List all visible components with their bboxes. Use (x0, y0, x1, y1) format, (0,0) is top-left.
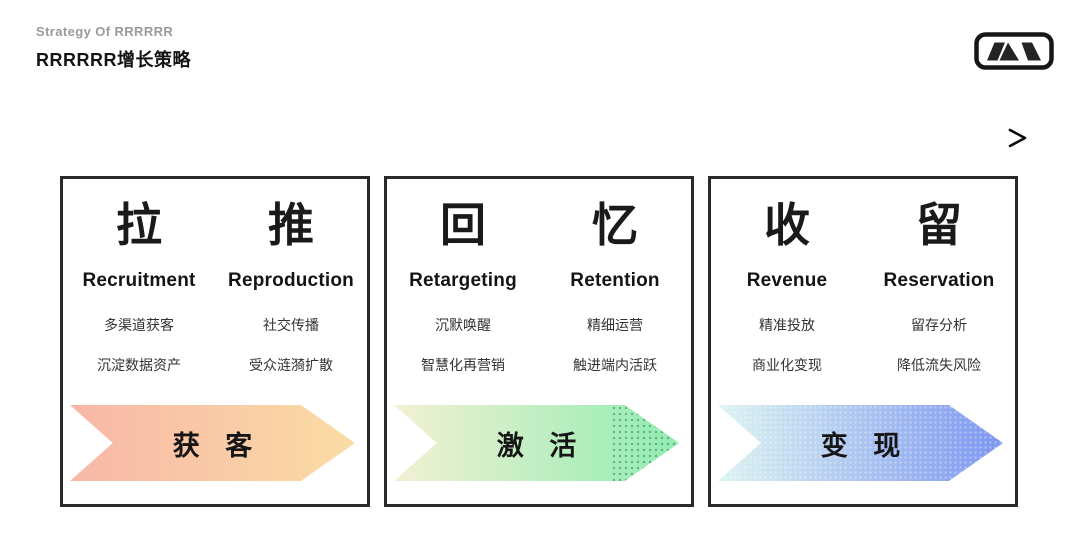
keyword-char: 留 (916, 199, 962, 251)
strategy-cards-row: 拉 Recruitment 多渠道获客 沉淀数据资产 推 Reproductio… (60, 176, 1018, 507)
point-item: 智慧化再营销 (421, 357, 505, 374)
point-item: 商业化变现 (752, 357, 822, 374)
point-item: 精准投放 (759, 317, 815, 334)
card-columns: 拉 Recruitment 多渠道获客 沉淀数据资产 推 Reproductio… (63, 201, 367, 375)
flow-arrow-icon (58, 128, 1027, 148)
banner-label: 变 现 (820, 430, 910, 461)
mountains-logo-icon (974, 32, 1054, 70)
term-label: Retargeting (409, 270, 517, 292)
keyword-char: 忆 (592, 199, 638, 251)
banner-label: 激 活 (496, 430, 586, 461)
keyword-char: 回 (440, 199, 486, 251)
point-item: 精细运营 (587, 317, 643, 334)
header: Strategy Of RRRRRR RRRRRR增长策略 (36, 24, 191, 72)
point-item: 受众涟漪扩散 (249, 357, 333, 374)
point-item: 留存分析 (911, 317, 967, 334)
card-columns: 回 Retargeting 沉默唤醒 智慧化再营销 忆 Retention 精细… (387, 201, 691, 375)
card-revenue-reservation: 收 Revenue 精准投放 商业化变现 留 Reservation 留存分析 … (708, 176, 1018, 507)
term-label: Reservation (883, 270, 995, 292)
card-retargeting-retention: 回 Retargeting 沉默唤醒 智慧化再营销 忆 Retention 精细… (384, 176, 694, 507)
banner-monetization: 变 现 (718, 405, 1003, 481)
keyword-char: 收 (764, 199, 810, 251)
point-item: 触进端内活跃 (573, 357, 657, 374)
point-item: 降低流失风险 (897, 357, 981, 374)
column-revenue: 收 Revenue 精准投放 商业化变现 (711, 201, 863, 375)
card-recruitment-reproduction: 拉 Recruitment 多渠道获客 沉淀数据资产 推 Reproductio… (60, 176, 370, 507)
term-label: Recruitment (82, 270, 196, 292)
column-retention: 忆 Retention 精细运营 触进端内活跃 (539, 201, 691, 375)
term-label: Retention (570, 270, 660, 292)
term-label: Reproduction (228, 270, 354, 292)
column-retargeting: 回 Retargeting 沉默唤醒 智慧化再营销 (387, 201, 539, 375)
keyword-char: 推 (268, 199, 314, 251)
card-columns: 收 Revenue 精准投放 商业化变现 留 Reservation 留存分析 … (711, 201, 1015, 375)
banner-activation: 激 活 (394, 405, 679, 481)
point-item: 多渠道获客 (104, 317, 174, 334)
point-item: 社交传播 (263, 317, 319, 334)
halftone-dots (610, 405, 679, 481)
keyword-char: 拉 (116, 199, 162, 251)
term-label: Revenue (746, 270, 828, 292)
banner-label: 获 客 (172, 430, 262, 461)
point-item: 沉默唤醒 (435, 317, 491, 334)
column-reservation: 留 Reservation 留存分析 降低流失风险 (863, 201, 1015, 375)
column-reproduction: 推 Reproduction 社交传播 受众涟漪扩散 (215, 201, 367, 375)
halftone-dots (718, 405, 1003, 481)
page-title: RRRRRR增长策略 (36, 50, 191, 70)
slide-subtitle: Strategy Of RRRRRR (36, 24, 174, 39)
banner-acquisition: 获 客 (70, 405, 355, 481)
column-recruitment: 拉 Recruitment 多渠道获客 沉淀数据资产 (63, 201, 215, 375)
point-item: 沉淀数据资产 (97, 357, 181, 374)
